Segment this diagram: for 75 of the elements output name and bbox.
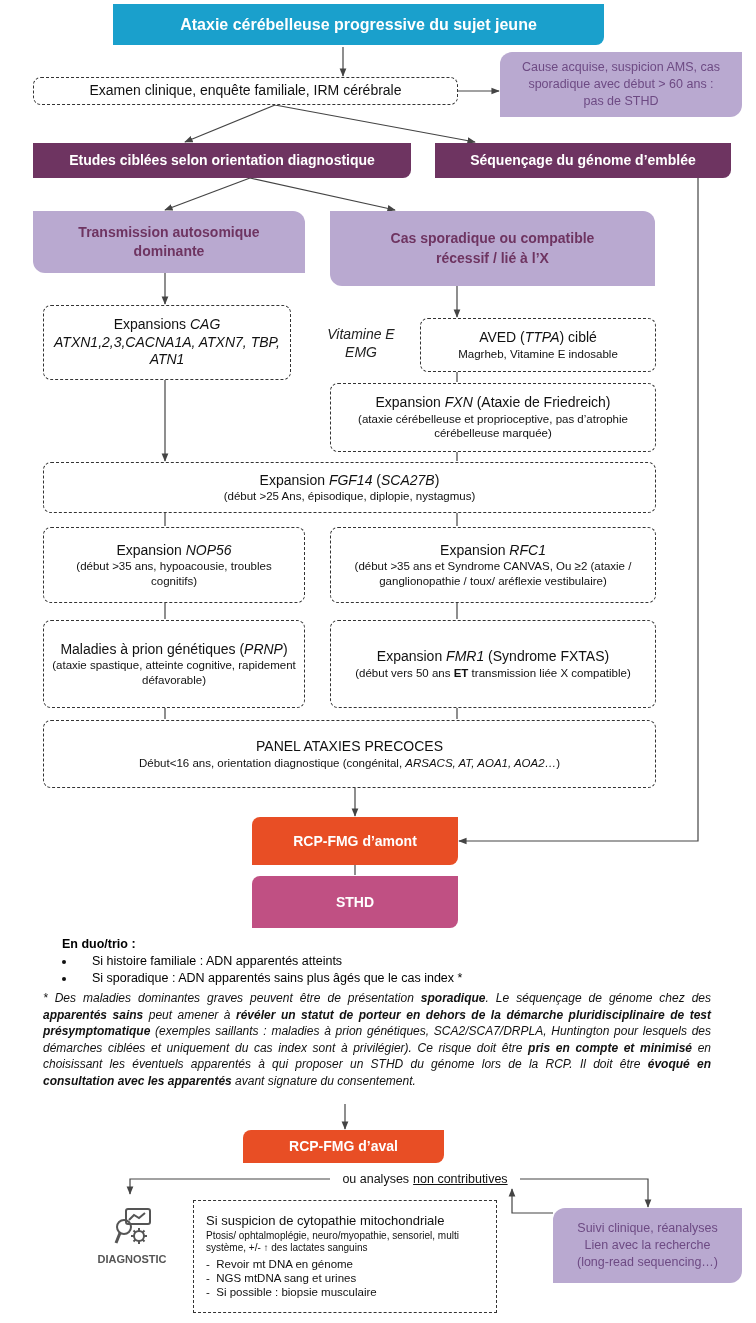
note-box xyxy=(500,52,742,117)
box-text: Suivi clinique, réanalyses Lien avec la recherche (long-read sequencing…) xyxy=(575,1219,720,1272)
process-box xyxy=(330,527,656,603)
box-text: (début >35 ans, hypoacousie, troubles cognitifs) xyxy=(75,559,273,589)
box-title: Examen clinique, enquête familiale, IRM cérébrale xyxy=(89,82,402,100)
arrow xyxy=(458,177,699,845)
box-title: AVED (TTPA) ciblé xyxy=(479,329,597,347)
arrow xyxy=(164,177,251,211)
arrow xyxy=(126,1178,331,1195)
box-text: (début >35 ans et Syndrome CANVAS, Ou ≥2 (ataxie / ganglionopathie / toux/ aréflexie vestibulaire) xyxy=(353,559,633,589)
process-box xyxy=(330,620,656,708)
step-box xyxy=(33,143,411,178)
box-title: Expansion RFC1 xyxy=(440,541,546,560)
box-title: Séquençage du génome d’emblée xyxy=(470,151,696,170)
process-box xyxy=(43,305,291,380)
box-title: STHD xyxy=(335,892,375,912)
arrow xyxy=(341,1103,349,1130)
arrow xyxy=(453,285,461,318)
arrow xyxy=(351,787,359,817)
box-title: Cas sporadique ou compatible récessif / lié à l’X xyxy=(389,229,596,268)
bullet-item: Si sporadique : ADN apparentés sains plus âgés que le cas index * xyxy=(92,970,463,987)
note-box xyxy=(193,1200,497,1313)
icon-caption: DIAGNOSTIC xyxy=(97,1251,167,1267)
box-text: Début<16 ans, orientation diagnostique (congénital, ARSACS, AT, AOA1, AOA2…) xyxy=(139,755,560,770)
box-title: RCP-FMG d’amont xyxy=(293,831,417,851)
arrow xyxy=(161,379,169,462)
arrow xyxy=(508,1188,554,1214)
box-title: Expansion FGF14 (SCA27B) xyxy=(259,471,440,490)
branch-text: ou analyses xyxy=(342,1170,410,1188)
list-item: - Revoir mt DNA en génome xyxy=(206,1256,353,1271)
list-item: - Si possible : biopsie musculaire xyxy=(206,1285,377,1300)
arrow xyxy=(161,272,169,305)
footnote: * Des maladies dominantes graves peuvent être de présentation sporadique. Le séquençage de génome chez des apparentés sains peut amener à révéler un statut de porteur en dehors de la démarche pluridisciplinaire de test présymptomatique (exemples saillants : maladies à prion génétiques, SCA2/SCA7/DRPLA, Huntington pour lesquels des démarches ciblées et uniquement du cas index sont à privilégier). Ce risque doit être pris en compte et minimisé en choisissant les éventuels apparentés à qui proposer un STHD du génome lors de la RCP. Il doit être évoqué en consultation avec les apparentés avant signature du consentement. xyxy=(43,990,711,1089)
box-title: Expansion FMR1 (Syndrome FXTAS) xyxy=(376,648,610,666)
box-text: Magrheb, Vitamine E indosable xyxy=(458,346,618,361)
arrow xyxy=(184,104,276,143)
box-title: Expansion NOP56 xyxy=(116,541,232,560)
test-box xyxy=(252,876,458,928)
list-item: - NGS mtDNA sang et urines xyxy=(206,1270,357,1286)
arrow xyxy=(457,87,500,95)
process-box xyxy=(43,527,305,603)
box-title: Transmission autosomique dominante xyxy=(77,222,261,261)
box-text: (ataxie spastique, atteinte cognitive, rapidement défavorable) xyxy=(52,658,296,688)
section-heading: En duo/trio : xyxy=(62,936,136,953)
process-box xyxy=(420,318,656,372)
meeting-box xyxy=(252,817,458,865)
process-box xyxy=(43,620,305,708)
title-banner: Ataxie cérébelleuse progressive du sujet jeune xyxy=(113,4,604,45)
arrow xyxy=(249,177,396,212)
box-title: Si suspicion de cytopathie mitochondriale xyxy=(206,1213,445,1230)
arrow xyxy=(339,46,347,77)
arrow xyxy=(519,1178,652,1208)
side-note: Vitamine E EMG xyxy=(326,326,396,361)
category-box xyxy=(33,211,305,273)
step-box xyxy=(435,143,731,178)
category-box xyxy=(330,211,655,286)
box-title: RCP-FMG d’aval xyxy=(289,1137,398,1156)
box-text: Ptosis/ ophtalmoplégie, neuro/myopathie, sensoriel, multi système, +/- ↑ des lactates sanguins xyxy=(206,1229,460,1255)
box-title: Expansions CAG ATXN1,2,3,CACNA1A, ATXN7, TBP, ATN1 xyxy=(52,316,281,369)
box-text: (début vers 50 ans ET transmission liée X compatible) xyxy=(355,665,631,680)
bullet-item: Si histoire familiale : ADN apparentés atteints xyxy=(92,953,343,970)
box-text: (début >25 Ans, épisodique, diplopie, nystagmus) xyxy=(223,489,476,504)
meeting-box xyxy=(243,1130,444,1163)
note-box xyxy=(553,1208,742,1283)
process-box xyxy=(330,383,656,452)
box-text: (ataxie cérébelleuse et proprioceptive, pas d’atrophie cérébelleuse marquée) xyxy=(357,411,629,441)
box-title: PANEL ATAXIES PRECOCES xyxy=(256,738,443,756)
branch-text: non contributives xyxy=(413,1170,508,1188)
process-box xyxy=(33,77,458,105)
box-title: Maladies à prion génétiques (PRNP) xyxy=(60,640,288,659)
box-text: Cause acquise, suspicion AMS, cas sporadique avec début > 60 ans : pas de STHD xyxy=(521,58,721,111)
process-box xyxy=(43,462,656,513)
box-title: Expansion FXN (Ataxie de Friedreich) xyxy=(375,394,611,412)
box-title: Etudes ciblées selon orientation diagnostique xyxy=(69,151,375,170)
process-box xyxy=(43,720,656,788)
